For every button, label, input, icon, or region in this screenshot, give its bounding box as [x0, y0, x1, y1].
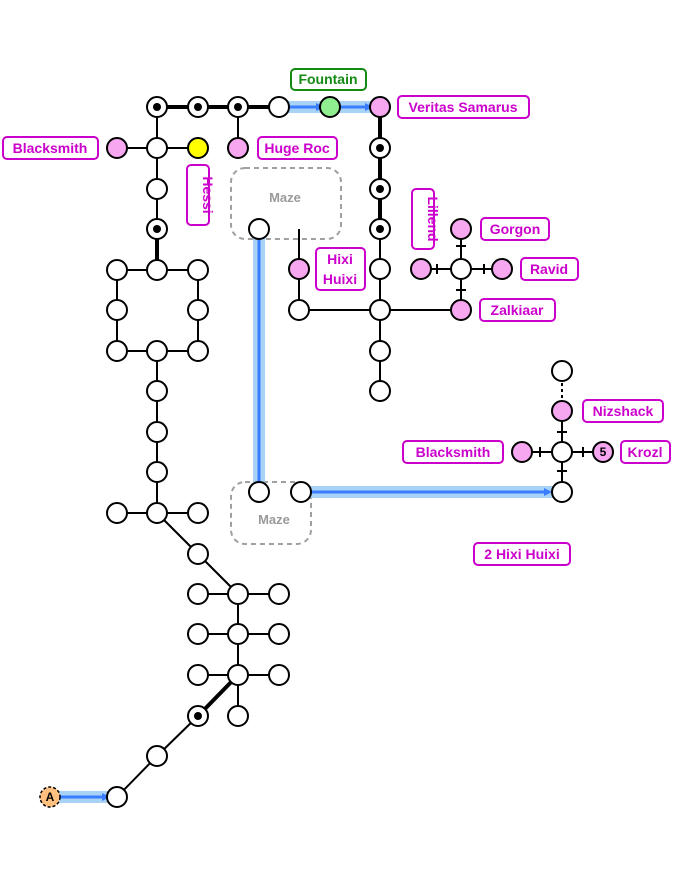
- label-blacksmith-west[interactable]: Blacksmith: [2, 136, 99, 160]
- route-arrows: [54, 103, 552, 801]
- room-node[interactable]: [187, 299, 209, 321]
- room-node[interactable]: [551, 441, 573, 463]
- room-node[interactable]: [551, 481, 573, 503]
- svg-text:Ravid: Ravid: [530, 261, 568, 277]
- svg-text:Zalkiaar: Zalkiaar: [491, 302, 544, 318]
- label-nizshack[interactable]: Nizshack: [582, 399, 664, 423]
- svg-text:Blacksmith: Blacksmith: [13, 140, 88, 156]
- room-node[interactable]: [227, 664, 249, 686]
- svg-text:Blacksmith: Blacksmith: [416, 444, 491, 460]
- svg-text:Gorgon: Gorgon: [490, 221, 541, 237]
- blacksmith-east-node[interactable]: [511, 441, 533, 463]
- room-node[interactable]: [146, 259, 168, 281]
- room-node[interactable]: [187, 623, 209, 645]
- svg-text:Hessi: Hessi: [200, 176, 216, 213]
- room-node[interactable]: [268, 664, 290, 686]
- svg-text:Huge Roc: Huge Roc: [264, 140, 330, 156]
- door-ticks: [436, 245, 584, 472]
- svg-text:Fountain: Fountain: [298, 71, 357, 87]
- room-node[interactable]: [146, 421, 168, 443]
- label-lillend[interactable]: Lillend: [411, 188, 441, 250]
- room-node[interactable]: [227, 623, 249, 645]
- label-zalkiaar[interactable]: Zalkiaar: [479, 298, 556, 322]
- label-hessi[interactable]: Hessi: [186, 164, 216, 226]
- label-ravid[interactable]: Ravid: [520, 257, 579, 281]
- start-marker-label: A: [46, 790, 55, 804]
- room-node[interactable]: [146, 502, 168, 524]
- room-node[interactable]: [290, 481, 312, 503]
- label-fountain[interactable]: Fountain: [290, 68, 367, 91]
- room-node[interactable]: [288, 299, 310, 321]
- svg-text:Veritas Samarus: Veritas Samarus: [409, 99, 518, 115]
- label-veritas-samarus[interactable]: Veritas Samarus: [397, 95, 530, 119]
- svg-text:Huixi: Huixi: [323, 271, 357, 287]
- huge-roc-node[interactable]: [227, 137, 249, 159]
- room-node[interactable]: [146, 178, 168, 200]
- room-node[interactable]: [369, 380, 391, 402]
- hessi-node[interactable]: [187, 137, 209, 159]
- room-node[interactable]: [146, 461, 168, 483]
- blacksmith-west-node[interactable]: [106, 137, 128, 159]
- svg-text:Lillend: Lillend: [425, 196, 441, 241]
- room-node[interactable]: [187, 664, 209, 686]
- room-node[interactable]: [187, 543, 209, 565]
- room-node[interactable]: [227, 705, 249, 727]
- room-node[interactable]: [146, 745, 168, 767]
- room-node[interactable]: [551, 360, 573, 382]
- lillend-node[interactable]: [410, 258, 432, 280]
- label-gorgon[interactable]: Gorgon: [480, 217, 550, 241]
- zalkiaar-node[interactable]: [450, 299, 472, 321]
- label-two-hixi-huixi[interactable]: 2 Hixi Huixi: [473, 542, 571, 566]
- svg-text:Krozl: Krozl: [628, 444, 663, 460]
- room-node[interactable]: [106, 259, 128, 281]
- maze-exit-node[interactable]: [248, 481, 270, 503]
- room-node[interactable]: [369, 299, 391, 321]
- maze-north: Maze: [230, 167, 342, 240]
- maze-north-label: Maze: [269, 190, 301, 205]
- svg-text:Hixi: Hixi: [327, 251, 353, 267]
- gorgon-node[interactable]: [450, 218, 472, 240]
- rooms: [106, 96, 614, 808]
- room-node[interactable]: [146, 137, 168, 159]
- label-hixi-huixi[interactable]: Hixi Huixi: [315, 247, 366, 291]
- veritas-samarus-node[interactable]: [369, 96, 391, 118]
- room-node[interactable]: [227, 583, 249, 605]
- room-node[interactable]: [187, 502, 209, 524]
- hixi-huixi-node[interactable]: [288, 258, 310, 280]
- room-node[interactable]: [369, 258, 391, 280]
- room-node[interactable]: [146, 340, 168, 362]
- room-node[interactable]: [146, 380, 168, 402]
- svg-text:2 Hixi Huixi: 2 Hixi Huixi: [484, 546, 559, 562]
- room-node[interactable]: [268, 623, 290, 645]
- room-node[interactable]: [106, 340, 128, 362]
- label-blacksmith-east[interactable]: Blacksmith: [402, 440, 504, 464]
- maze-entrance-node[interactable]: [248, 218, 270, 240]
- label-krozl[interactable]: Krozl: [620, 440, 671, 464]
- label-huge-roc[interactable]: Huge Roc: [257, 136, 338, 160]
- room-node[interactable]: [106, 299, 128, 321]
- krozl-node[interactable]: [592, 441, 614, 463]
- nizshack-node[interactable]: [551, 400, 573, 422]
- room-node[interactable]: [268, 96, 290, 118]
- svg-text:Nizshack: Nizshack: [593, 403, 654, 419]
- ravid-node[interactable]: [491, 258, 513, 280]
- room-node[interactable]: [187, 259, 209, 281]
- room-node[interactable]: [369, 340, 391, 362]
- one-way-dots: [153, 103, 384, 720]
- room-node[interactable]: [187, 583, 209, 605]
- room-node[interactable]: [106, 502, 128, 524]
- fountain-node[interactable]: [319, 96, 341, 118]
- krozl-count: 5: [600, 445, 607, 459]
- labels: Fountain Veritas Samarus Blacksmith Huge…: [2, 68, 671, 566]
- room-node[interactable]: [106, 786, 128, 808]
- room-node[interactable]: [187, 340, 209, 362]
- room-node[interactable]: [268, 583, 290, 605]
- start-marker[interactable]: A: [39, 786, 61, 808]
- maze-south-label: Maze: [258, 512, 290, 527]
- room-node[interactable]: [450, 258, 472, 280]
